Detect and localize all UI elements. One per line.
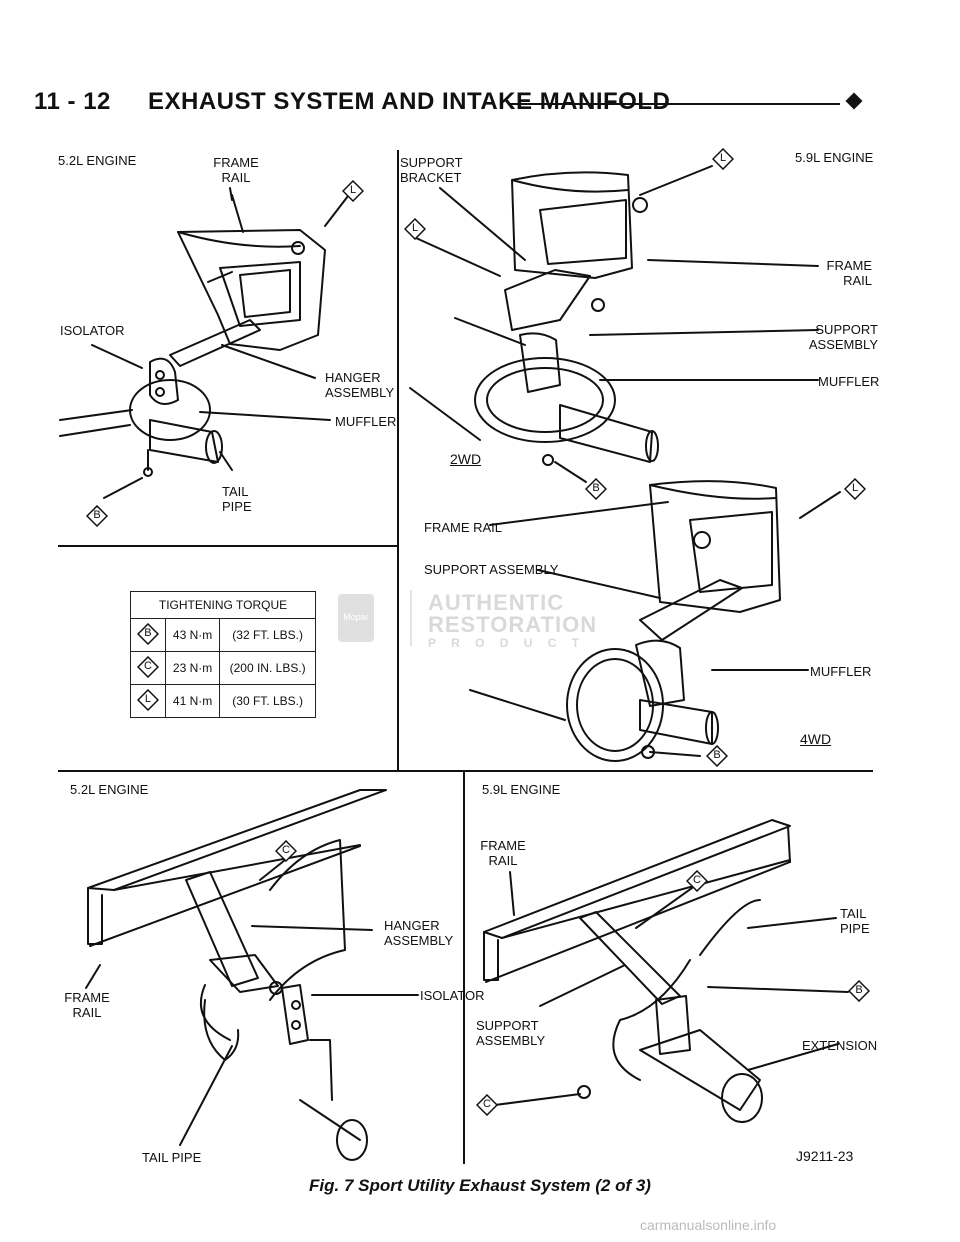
br-frame-rail-drawing [483,819,791,1123]
bl-hanger-assembly-label: HANGER ASSEMBLY [384,918,454,948]
tr-2wd-muffler-drawing [474,357,659,466]
br-support-assembly-label: SUPPORT ASSEMBLY [476,1018,546,1048]
divider-top-left-horizontal [58,545,398,547]
tr-support-assembly-2-label: SUPPORT ASSEMBLY [424,562,559,577]
table-row: L 41 N·m (30 FT. LBS.) [130,684,316,718]
tr-muffler-label: MUFFLER [818,374,880,389]
torque-symbol-b-icon: B [136,622,159,645]
torque-table-heading: TIGHTENING TORQUE [130,591,316,619]
bl-isolator-label: ISOLATOR [420,988,485,1003]
divider-bottom-vertical [463,771,465,1164]
watermark-line1: AUTHENTIC [428,590,565,615]
tr-callout-b-icon: B [584,477,608,501]
tl-muffler-label: MUFFLER [335,414,397,429]
torque-symbol-c-icon: C [136,655,159,678]
divider-top-vertical [397,150,399,770]
tr-4wd-support-drawing [635,480,781,707]
mopar-badge-icon: Mopar [338,594,374,642]
table-row: C 23 N·m (200 IN. LBS.) [130,651,316,685]
page-title: EXHAUST SYSTEM AND INTAKE MANIFOLD [148,88,671,115]
tr-muffler-2-label: MUFFLER [810,664,872,679]
tr-4wd-label: 4WD [800,731,832,747]
tr-callout-l-3-icon: L [843,477,867,501]
tr-frame-rail-2-label: FRAME RAIL [424,520,503,535]
br-tail-pipe-label: TAIL PIPE [840,906,870,936]
tr-callout-b-2-icon: B [705,744,729,768]
tl-callout-b-icon: B [85,504,109,528]
tl-muffler-drawing [59,379,223,477]
bl-frame-rail-label: FRAME RAIL [64,990,110,1020]
tr-4wd-muffler-drawing [469,648,719,762]
tr-callout-l-icon: L [711,147,735,171]
torque-metric-value: 43 N·m [164,618,221,652]
tr-support-assembly-label: SUPPORT ASSEMBLY [808,322,878,352]
br-callout-c-2-icon: C [475,1093,499,1117]
tr-support-bracket-label: SUPPORT BRACKET [400,155,463,185]
restoration-watermark: Mopar AUTHENTIC RESTORATION P R O D U C … [338,590,628,654]
tr-2wd-label: 2WD [450,451,482,467]
site-watermark: carmanualsonline.info [640,1217,777,1233]
torque-symbol-l-icon: L [136,688,159,711]
br-frame-rail-label: FRAME RAIL [480,838,526,868]
torque-imperial-value: (30 FT. LBS.) [219,684,316,718]
tl-callout-l-icon: L [341,179,365,203]
tl-frame-rail-label: FRAME RAIL [213,155,259,185]
torque-imperial-value: (32 FT. LBS.) [219,618,316,652]
torque-imperial-value: (200 IN. LBS.) [219,651,316,685]
tl-hanger-assembly-label: HANGER ASSEMBLY [325,370,395,400]
tl-frame-rail-drawing [177,229,326,351]
tr-frame-rail-label: FRAME RAIL [826,258,873,288]
divider-middle-horizontal [58,770,873,772]
figure-id: J9211-23 [796,1148,854,1164]
header-rule [510,103,840,105]
br-callout-c-icon: C [685,869,709,893]
tl-hanger-drawing [149,319,261,405]
page-number: 11 - 12 [34,88,111,115]
torque-metric-value: 23 N·m [164,651,221,685]
tl-isolator-label: ISOLATOR [60,323,125,338]
tr-2wd-support-drawing [504,171,648,393]
tr-callout-l-2-icon: L [403,217,427,241]
tl-engine-label: 5.2L ENGINE [58,153,137,168]
br-engine-label: 5.9L ENGINE [482,782,561,797]
bl-callout-c-icon: C [274,839,298,863]
bl-engine-label: 5.2L ENGINE [70,782,149,797]
tightening-torque-table: TIGHTENING TORQUE B 43 N·m (32 FT. LBS.)… [130,591,316,718]
table-row: B 43 N·m (32 FT. LBS.) [130,618,316,652]
tl-tail-pipe-label: TAIL PIPE [222,484,252,514]
tr-engine-label: 5.9L ENGINE [795,150,874,165]
watermark-line3: P R O D U C T [428,636,586,650]
br-callout-b-icon: B [847,979,871,1003]
watermark-line2: RESTORATION [428,612,598,637]
bl-frame-rail-drawing [87,789,387,1161]
br-extension-label: EXTENSION [802,1038,878,1053]
figure-caption: Fig. 7 Sport Utility Exhaust System (2 o… [309,1176,651,1195]
torque-metric-value: 41 N·m [164,684,221,718]
bl-tail-pipe-label: TAIL PIPE [142,1150,202,1165]
